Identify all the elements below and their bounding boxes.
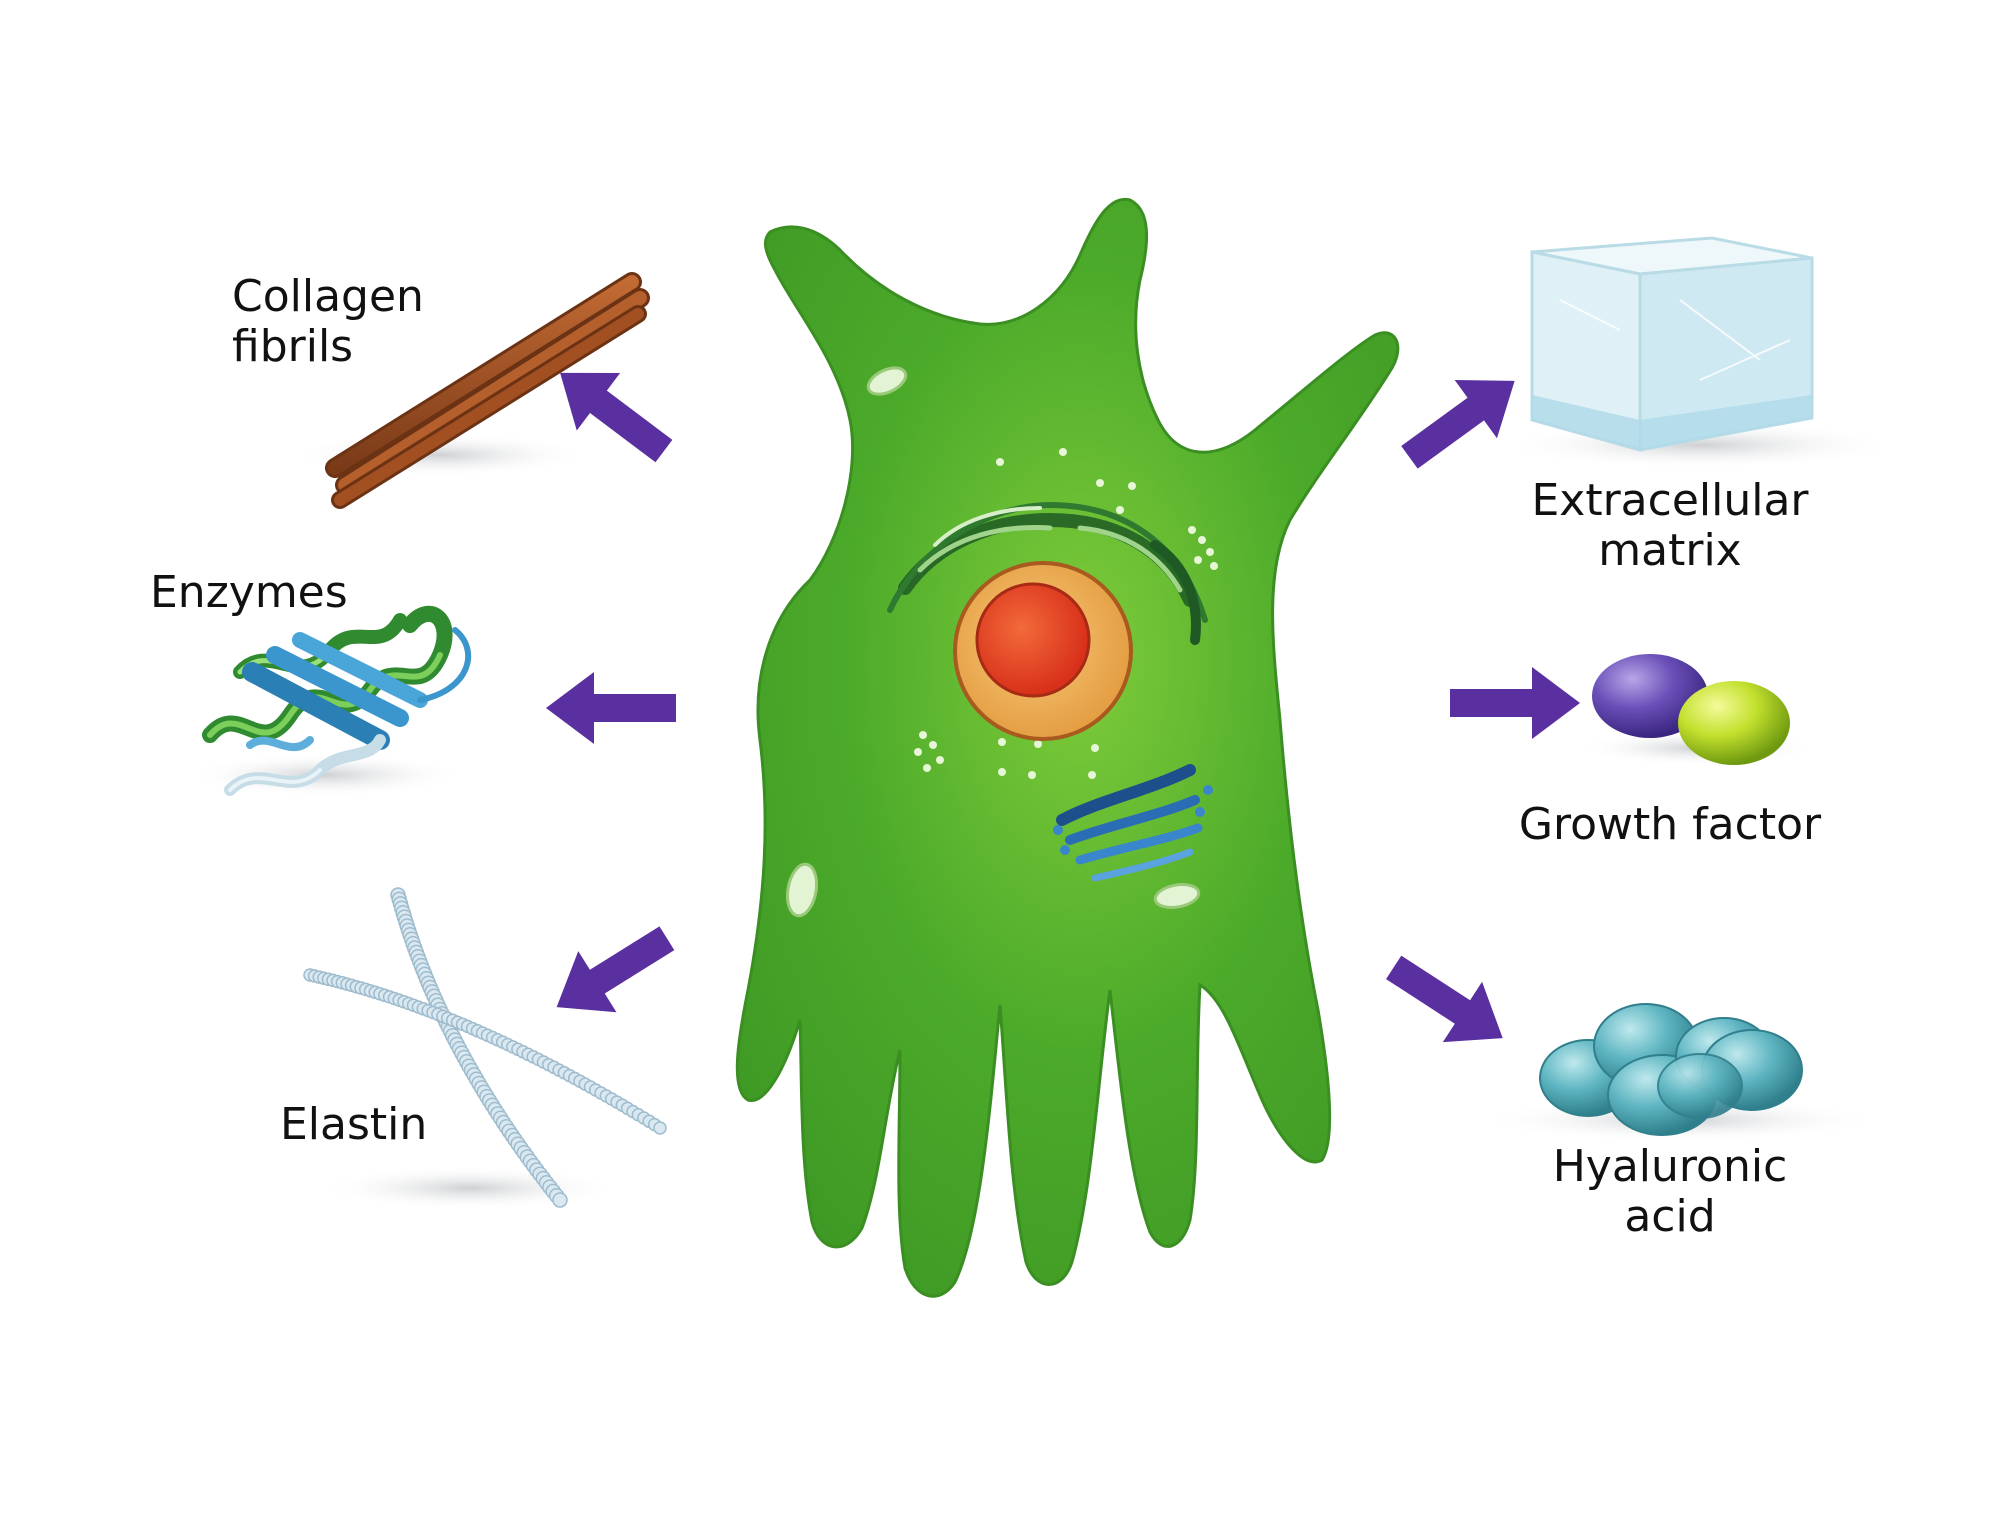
label-line: Growth factor: [1518, 799, 1822, 850]
extracellular-matrix-cube-icon: [1500, 236, 1900, 469]
cell-body: [735, 197, 1400, 1298]
label-line: Elastin: [280, 1099, 428, 1150]
elastin-bead: [653, 1121, 667, 1135]
elastin-fiber-icon: [303, 887, 667, 1210]
growth-factor-sphere-yellow: [1678, 681, 1790, 765]
label-elastin: Elastin: [280, 1100, 427, 1150]
arrow-icon: [1450, 667, 1580, 739]
elastin-chain: [303, 887, 667, 1208]
enzyme-protein-icon: [185, 605, 472, 797]
arrow-icon: [556, 926, 675, 1013]
label-line: Enzymes: [150, 567, 348, 618]
label-growth-factor: Growth factor: [1500, 800, 1840, 850]
label-line: matrix: [1598, 525, 1742, 576]
label-line: fibrils: [232, 321, 354, 372]
vesicle: [785, 862, 819, 918]
collagen-fibrils-icon: [290, 272, 650, 509]
arrow-icon: [560, 372, 673, 463]
arrow-icon: [1401, 379, 1515, 469]
arrow-icon: [1386, 955, 1503, 1043]
vesicle: [866, 366, 908, 396]
endoplasmic-reticulum: [887, 501, 1208, 645]
vesicle: [1153, 883, 1201, 909]
label-line: Collagen: [232, 271, 424, 322]
arrows: [546, 372, 1580, 1043]
label-line: acid: [1624, 1191, 1716, 1242]
arrow-icon: [546, 672, 676, 744]
nucleolus: [975, 582, 1091, 698]
secretory-granules: [914, 448, 1218, 779]
fibroblast-cell-icon: [735, 197, 1400, 1298]
label-extracellular-matrix: Extracellular matrix: [1500, 476, 1840, 576]
label-enzymes: Enzymes: [150, 568, 348, 618]
growth-factor-spheres-icon: [1578, 654, 1818, 766]
elastin-bead: [552, 1192, 568, 1208]
label-collagen-fibrils: Collagen fibrils: [232, 272, 424, 372]
label-line: Hyaluronic: [1552, 1141, 1788, 1192]
hyaluronic-acid-bubbles-icon: [1480, 1003, 1880, 1142]
label-line: Extracellular: [1531, 475, 1809, 526]
golgi-apparatus: [1053, 764, 1213, 882]
label-hyaluronic-acid: Hyaluronic acid: [1500, 1142, 1840, 1242]
